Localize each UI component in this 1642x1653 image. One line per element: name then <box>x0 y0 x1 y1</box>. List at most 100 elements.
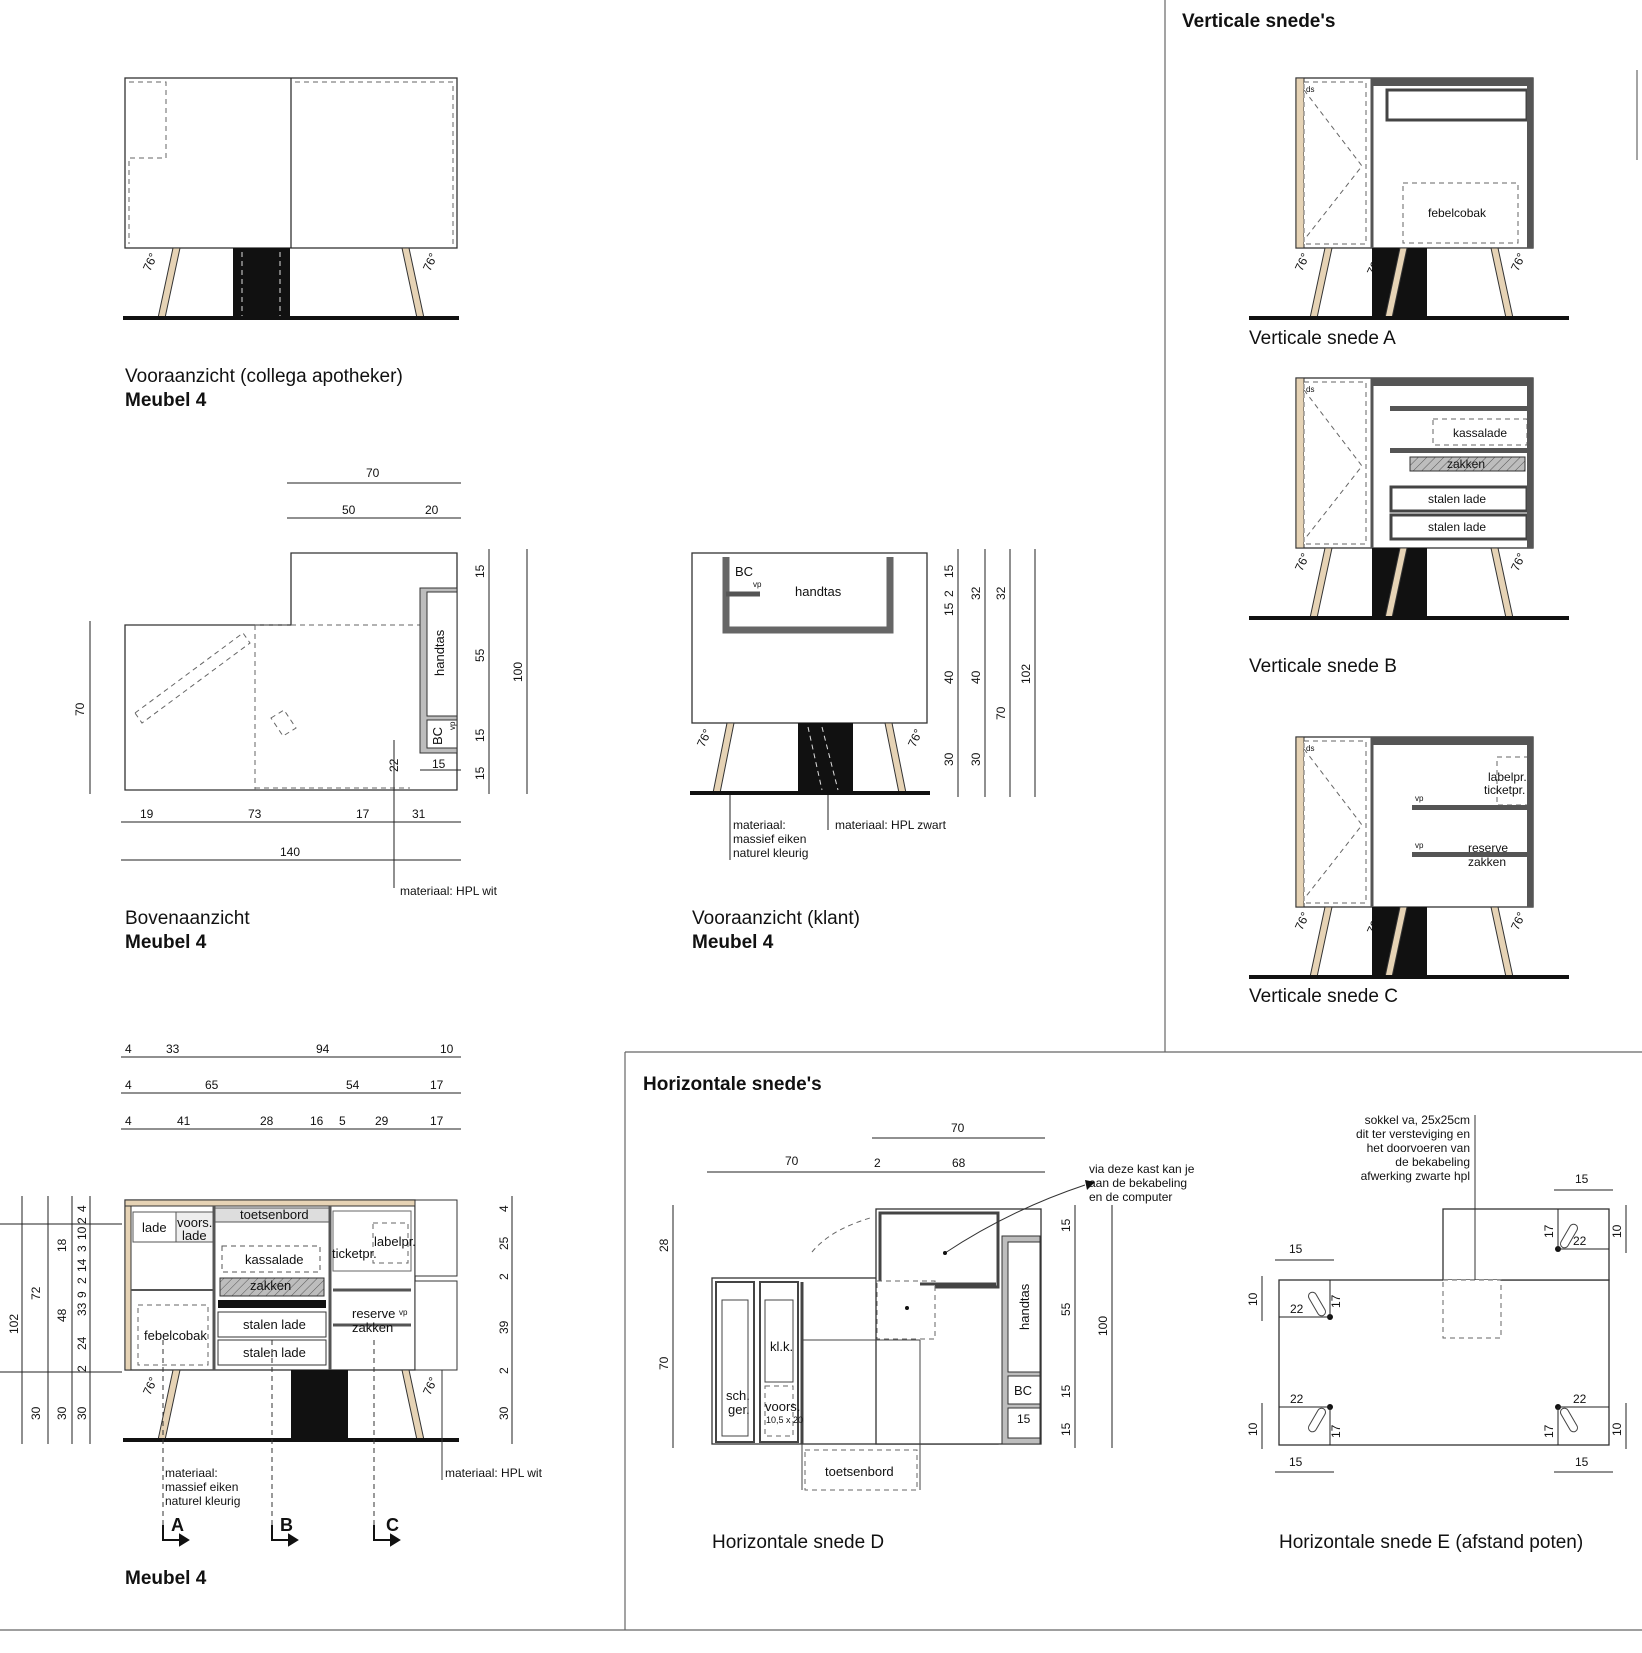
ds-label: ds <box>1306 385 1314 394</box>
dim: 9 <box>75 1291 89 1298</box>
dim: 2 <box>874 1156 881 1170</box>
cut-label-a: A <box>171 1515 184 1535</box>
dim: 10 <box>75 1226 89 1240</box>
dim: 65 <box>205 1078 219 1092</box>
note-line: dit ter versteviging en <box>1356 1127 1470 1141</box>
dim: 4 <box>125 1078 132 1092</box>
dim: 54 <box>346 1078 360 1092</box>
dim: 15 <box>1059 1422 1073 1436</box>
dim: 15 <box>1289 1242 1303 1256</box>
stalen-lade-label: stalen lade <box>1428 520 1486 534</box>
dim: 30 <box>55 1406 69 1420</box>
front-colleague-subtitle: Meubel 4 <box>125 390 207 411</box>
vp-label: vp <box>1415 794 1424 803</box>
zakken-label: zakken <box>1468 855 1506 869</box>
vertical-section-b: kassalade zakken stalen lade stalen lade… <box>1249 377 1569 677</box>
dim: 15 <box>473 766 487 780</box>
note-line: de bekabeling <box>1395 1155 1470 1169</box>
horizontal-d-title: Horizontale snede D <box>712 1532 884 1553</box>
dim: 22 <box>1290 1392 1304 1406</box>
material-label: naturel kleurig <box>733 846 808 860</box>
dim: 32 <box>994 586 1008 600</box>
dim: 3 <box>75 1245 89 1252</box>
dim: 4 <box>75 1205 89 1212</box>
horizontal-section-d: handtas BC 15 kl.k. sch. ger. voors. 10,… <box>657 1121 1195 1553</box>
ticketpr-label: ticketpr. <box>332 1246 377 1261</box>
zakken-label: zakken <box>250 1278 291 1293</box>
dim: 15 <box>473 564 487 578</box>
dim: 2 <box>497 1273 511 1280</box>
dim: 17 <box>430 1114 444 1128</box>
vertical-c-title: Verticale snede C <box>1249 986 1398 1007</box>
dim: 5 <box>339 1114 346 1128</box>
dim: 22 <box>1573 1234 1587 1248</box>
schger-label: sch. <box>726 1388 750 1403</box>
dim: 10 <box>1610 1224 1624 1238</box>
dim: 4 <box>497 1205 511 1212</box>
angle-label: 76° <box>1292 251 1312 274</box>
vertical-b-title: Verticale snede B <box>1249 656 1397 677</box>
dim: 33 <box>75 1302 89 1316</box>
labelpr-label: labelpr. <box>374 1234 416 1249</box>
labelpr-label: labelpr. <box>1488 770 1527 784</box>
dim: 16 <box>310 1114 324 1128</box>
vp-label: vp <box>753 580 762 589</box>
dim: 17 <box>1329 1294 1343 1308</box>
angle-label: 76° <box>1508 910 1528 933</box>
voors-dim-label: 10,5 x 20 <box>766 1415 803 1425</box>
dim: 19 <box>140 807 154 821</box>
voors-label: voors. <box>177 1215 212 1230</box>
dim: 73 <box>248 807 262 821</box>
dim: 22 <box>1573 1392 1587 1406</box>
dim: 70 <box>994 706 1008 720</box>
front-client-subtitle: Meubel 4 <box>692 932 774 953</box>
material-label: materiaal: HPL wit <box>400 884 498 898</box>
bc-label: BC <box>1014 1383 1032 1398</box>
material-label: materiaal: <box>165 1466 218 1480</box>
febelcobak-label: febelcobak <box>144 1328 207 1343</box>
dim: 40 <box>942 670 956 684</box>
vp-label: vp <box>399 1308 408 1317</box>
note-line: en de computer <box>1089 1190 1172 1204</box>
dim: 18 <box>55 1238 69 1252</box>
stalen-lade-label: stalen lade <box>243 1345 306 1360</box>
dim: 2 <box>942 590 956 597</box>
cut-label-b: B <box>280 1515 293 1535</box>
reserve-label: reserve <box>352 1306 395 1321</box>
dim: 25 <box>497 1236 511 1250</box>
bc-label: BC <box>735 564 753 579</box>
material-label: materiaal: HPL wit <box>445 1466 543 1480</box>
dim: 28 <box>657 1238 671 1252</box>
lade-label: lade <box>142 1220 167 1235</box>
schger-label: ger. <box>728 1402 750 1417</box>
angle-label: 76° <box>420 251 440 274</box>
dim: 15 <box>1017 1412 1031 1426</box>
dim: 15 <box>942 602 956 616</box>
voors-label: voors. <box>765 1399 800 1414</box>
material-label: materiaal: HPL zwart <box>835 818 947 832</box>
dim: 10 <box>1610 1422 1624 1436</box>
toetsenbord-label: toetsenbord <box>825 1464 894 1479</box>
horizontal-section-e: 15 15 15 15 22 22 22 22 17 17 17 17 10 1… <box>1246 1113 1627 1553</box>
kassalade-label: kassalade <box>1453 426 1507 440</box>
dim: 2 <box>75 1217 89 1224</box>
cut-label-c: C <box>386 1515 399 1535</box>
dim: 30 <box>497 1406 511 1420</box>
dim: 22 <box>1290 1302 1304 1316</box>
dim: 70 <box>73 702 87 716</box>
top-view-title: Bovenaanzicht <box>125 908 250 929</box>
dim: 70 <box>785 1154 799 1168</box>
reserve-zakken-label: zakken <box>352 1320 393 1335</box>
dim: 15 <box>1059 1218 1073 1232</box>
dim: 17 <box>430 1078 444 1092</box>
material-label: massief eiken <box>165 1480 238 1494</box>
dim: 2 <box>75 1277 89 1284</box>
dim: 22 <box>387 758 401 772</box>
horizontal-e-title: Horizontale snede E (afstand poten) <box>1279 1532 1583 1553</box>
dim: 100 <box>1096 1316 1110 1336</box>
angle-label: 76° <box>420 1375 440 1398</box>
dim: 140 <box>280 845 300 859</box>
dim: 32 <box>969 586 983 600</box>
